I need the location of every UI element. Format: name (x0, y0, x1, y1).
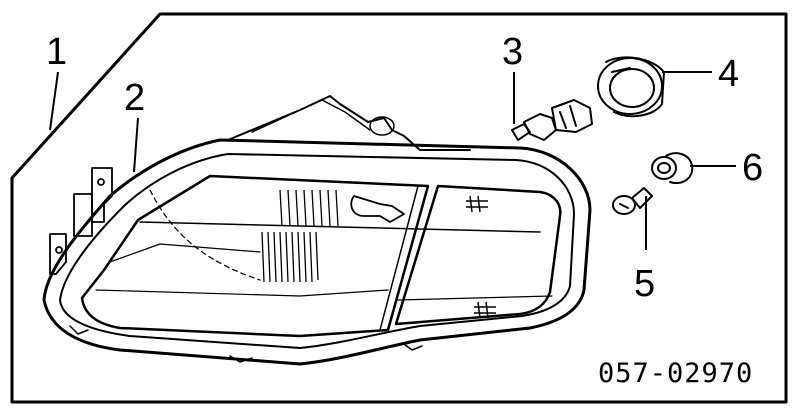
mounting-bracket (49, 167, 113, 275)
reflector-hatching (261, 189, 339, 283)
callout-3: 3 (502, 31, 523, 73)
lens-bezel (59, 153, 575, 349)
headlight-assembly (42, 95, 592, 366)
socket-part-4 (597, 56, 665, 118)
part-code: 057-02970 (598, 358, 753, 389)
diagram-frame (10, 12, 788, 404)
leader-2 (133, 117, 139, 173)
callout-4: 4 (718, 53, 739, 95)
callout-2: 2 (124, 77, 145, 119)
hash-marks (466, 195, 496, 319)
low-beam-lens (80, 174, 430, 338)
turn-signal-lens (394, 184, 562, 326)
leader-lines (49, 71, 736, 250)
bulb-part-5 (612, 187, 653, 215)
callout-1: 1 (46, 31, 67, 73)
leader-1 (49, 71, 59, 131)
callout-5: 5 (634, 263, 655, 305)
callout-6: 6 (742, 147, 763, 189)
bulb-part-3 (511, 99, 593, 141)
socket-part-6 (651, 152, 694, 184)
lens-outer (42, 138, 592, 366)
